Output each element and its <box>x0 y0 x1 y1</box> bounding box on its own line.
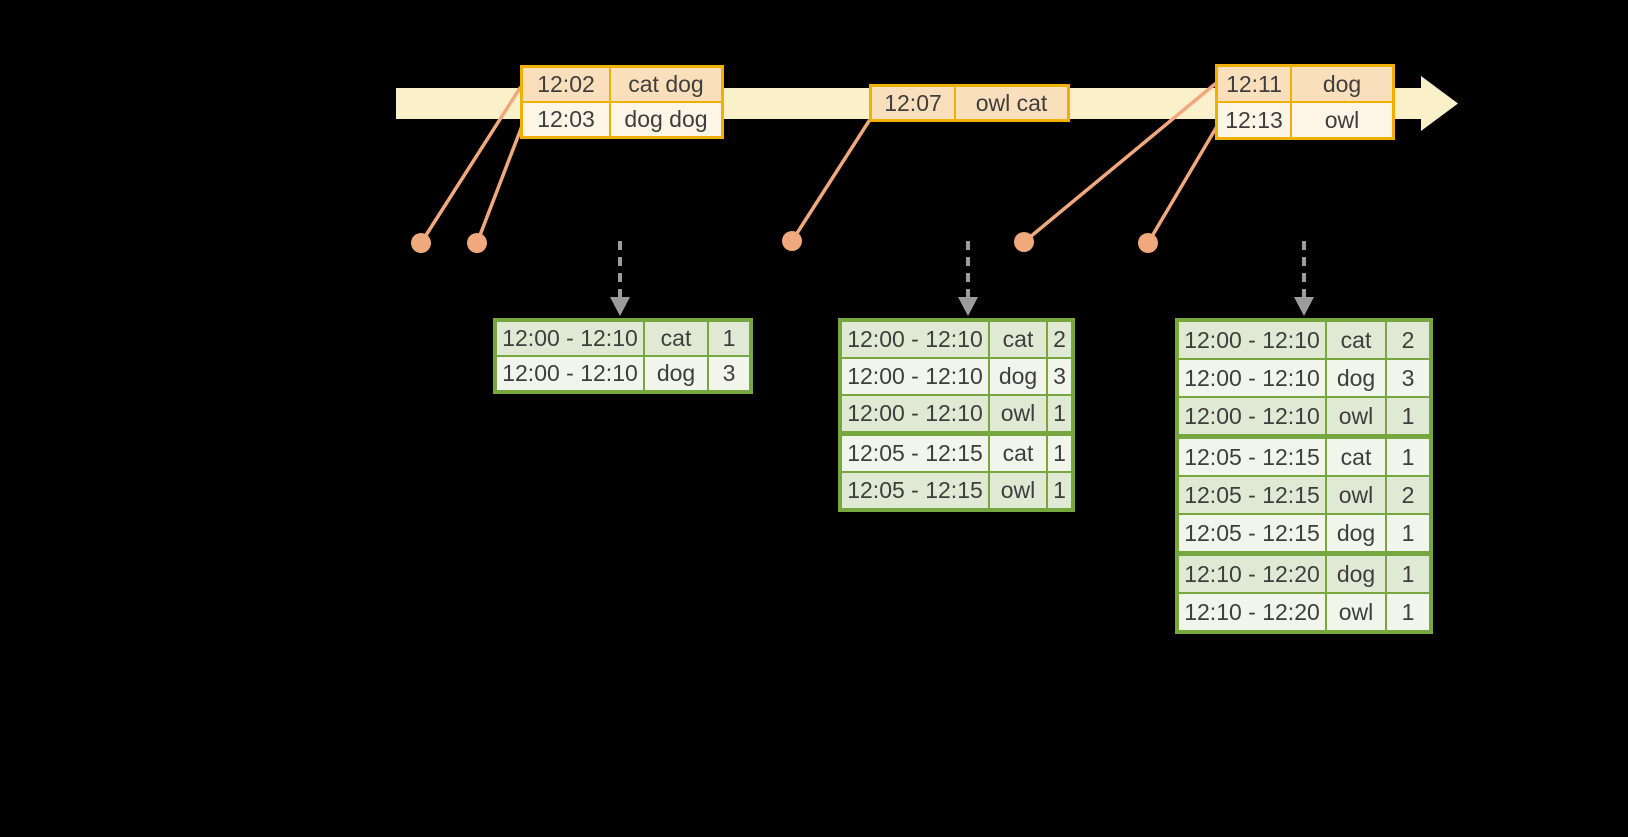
window-cell: 12:00 - 12:10 <box>842 396 988 431</box>
event-table-1: 12:02 cat dog 12:03 dog dog <box>520 65 724 139</box>
count-cell: 1 <box>709 322 749 355</box>
window-cell: 12:00 - 12:10 <box>497 357 643 390</box>
trigger-arrowhead-icon <box>610 297 630 316</box>
result-row: 12:00 - 12:10 cat 1 <box>497 322 749 355</box>
result-row: 12:10 - 12:20 dog 1 <box>1179 556 1429 592</box>
event-words-cell: dog <box>1292 67 1392 101</box>
count-cell: 2 <box>1387 477 1429 513</box>
window-cell: 12:00 - 12:10 <box>842 359 988 394</box>
word-cell: dog <box>990 359 1046 394</box>
window-cell: 12:05 - 12:15 <box>842 436 988 471</box>
count-cell: 1 <box>1387 439 1429 475</box>
event-connector-line <box>1146 126 1218 245</box>
word-cell: dog <box>1327 360 1385 396</box>
count-cell: 1 <box>1387 398 1429 434</box>
window-cell: 12:00 - 12:10 <box>1179 322 1325 358</box>
word-cell: dog <box>645 357 707 390</box>
event-time-cell: 12:03 <box>523 103 609 136</box>
window-cell: 12:10 - 12:20 <box>1179 594 1325 630</box>
result-row: 12:05 - 12:15 cat 1 <box>842 436 1071 471</box>
window-cell: 12:05 - 12:15 <box>1179 477 1325 513</box>
result-table-2: 12:00 - 12:10 cat 2 12:00 - 12:10 dog 3 … <box>838 318 1075 512</box>
result-table-3: 12:00 - 12:10 cat 2 12:00 - 12:10 dog 3 … <box>1175 318 1433 634</box>
window-cell: 12:00 - 12:10 <box>1179 360 1325 396</box>
event-row: 12:13 owl <box>1218 103 1392 137</box>
count-cell: 3 <box>1048 359 1071 394</box>
event-dot <box>1014 232 1034 252</box>
count-cell: 2 <box>1387 322 1429 358</box>
trigger-arrowhead-icon <box>958 297 978 316</box>
count-cell: 1 <box>1387 515 1429 551</box>
count-cell: 1 <box>1387 556 1429 592</box>
result-row: 12:00 - 12:10 dog 3 <box>842 359 1071 394</box>
event-row: 12:11 dog <box>1218 67 1392 101</box>
count-cell: 3 <box>709 357 749 390</box>
result-row: 12:05 - 12:15 owl 2 <box>1179 477 1429 513</box>
event-connector-line <box>790 119 871 243</box>
result-table-1: 12:00 - 12:10 cat 1 12:00 - 12:10 dog 3 <box>493 318 753 394</box>
window-cell: 12:00 - 12:10 <box>1179 398 1325 434</box>
event-dot <box>411 233 431 253</box>
result-row: 12:10 - 12:20 owl 1 <box>1179 594 1429 630</box>
event-table-2: 12:07 owl cat <box>869 84 1070 122</box>
event-time-cell: 12:07 <box>872 87 954 119</box>
event-time-cell: 12:02 <box>523 68 609 101</box>
event-row: 12:02 cat dog <box>523 68 721 101</box>
timeline-arrowhead-icon <box>1421 76 1458 131</box>
trigger-arrowhead-icon <box>1294 297 1314 316</box>
result-row: 12:05 - 12:15 owl 1 <box>842 473 1071 508</box>
window-cell: 12:00 - 12:10 <box>842 322 988 357</box>
event-connector-line <box>475 124 524 245</box>
word-cell: cat <box>990 436 1046 471</box>
event-connector-line <box>1022 82 1217 244</box>
window-cell: 12:05 - 12:15 <box>1179 439 1325 475</box>
word-cell: cat <box>1327 439 1385 475</box>
event-dot <box>782 231 802 251</box>
word-cell: owl <box>1327 398 1385 434</box>
event-table-3: 12:11 dog 12:13 owl <box>1215 64 1395 140</box>
event-time-cell: 12:11 <box>1218 67 1290 101</box>
window-cell: 12:05 - 12:15 <box>1179 515 1325 551</box>
event-connector-line <box>419 86 522 245</box>
count-cell: 1 <box>1387 594 1429 630</box>
word-cell: dog <box>1327 515 1385 551</box>
count-cell: 1 <box>1048 396 1071 431</box>
result-row: 12:05 - 12:15 cat 1 <box>1179 439 1429 475</box>
result-row: 12:00 - 12:10 cat 2 <box>842 322 1071 357</box>
event-words-cell: owl <box>1292 103 1392 137</box>
count-cell: 3 <box>1387 360 1429 396</box>
word-cell: owl <box>1327 477 1385 513</box>
result-row: 12:00 - 12:10 cat 2 <box>1179 322 1429 358</box>
result-row: 12:00 - 12:10 owl 1 <box>1179 398 1429 434</box>
word-cell: cat <box>645 322 707 355</box>
count-cell: 1 <box>1048 436 1071 471</box>
event-words-cell: owl cat <box>956 87 1067 119</box>
word-cell: owl <box>990 473 1046 508</box>
result-row: 12:00 - 12:10 owl 1 <box>842 396 1071 431</box>
event-dot <box>1138 233 1158 253</box>
word-cell: dog <box>1327 556 1385 592</box>
event-time-cell: 12:13 <box>1218 103 1290 137</box>
event-words-cell: dog dog <box>611 103 721 136</box>
result-row: 12:05 - 12:15 dog 1 <box>1179 515 1429 551</box>
window-cell: 12:00 - 12:10 <box>497 322 643 355</box>
word-cell: cat <box>990 322 1046 357</box>
count-cell: 2 <box>1048 322 1071 357</box>
word-cell: cat <box>1327 322 1385 358</box>
count-cell: 1 <box>1048 473 1071 508</box>
window-cell: 12:10 - 12:20 <box>1179 556 1325 592</box>
result-row: 12:00 - 12:10 dog 3 <box>1179 360 1429 396</box>
result-row: 12:00 - 12:10 dog 3 <box>497 357 749 390</box>
word-cell: owl <box>1327 594 1385 630</box>
event-words-cell: cat dog <box>611 68 721 101</box>
event-row: 12:07 owl cat <box>872 87 1067 119</box>
window-cell: 12:05 - 12:15 <box>842 473 988 508</box>
event-dot <box>467 233 487 253</box>
event-row: 12:03 dog dog <box>523 103 721 136</box>
word-cell: owl <box>990 396 1046 431</box>
